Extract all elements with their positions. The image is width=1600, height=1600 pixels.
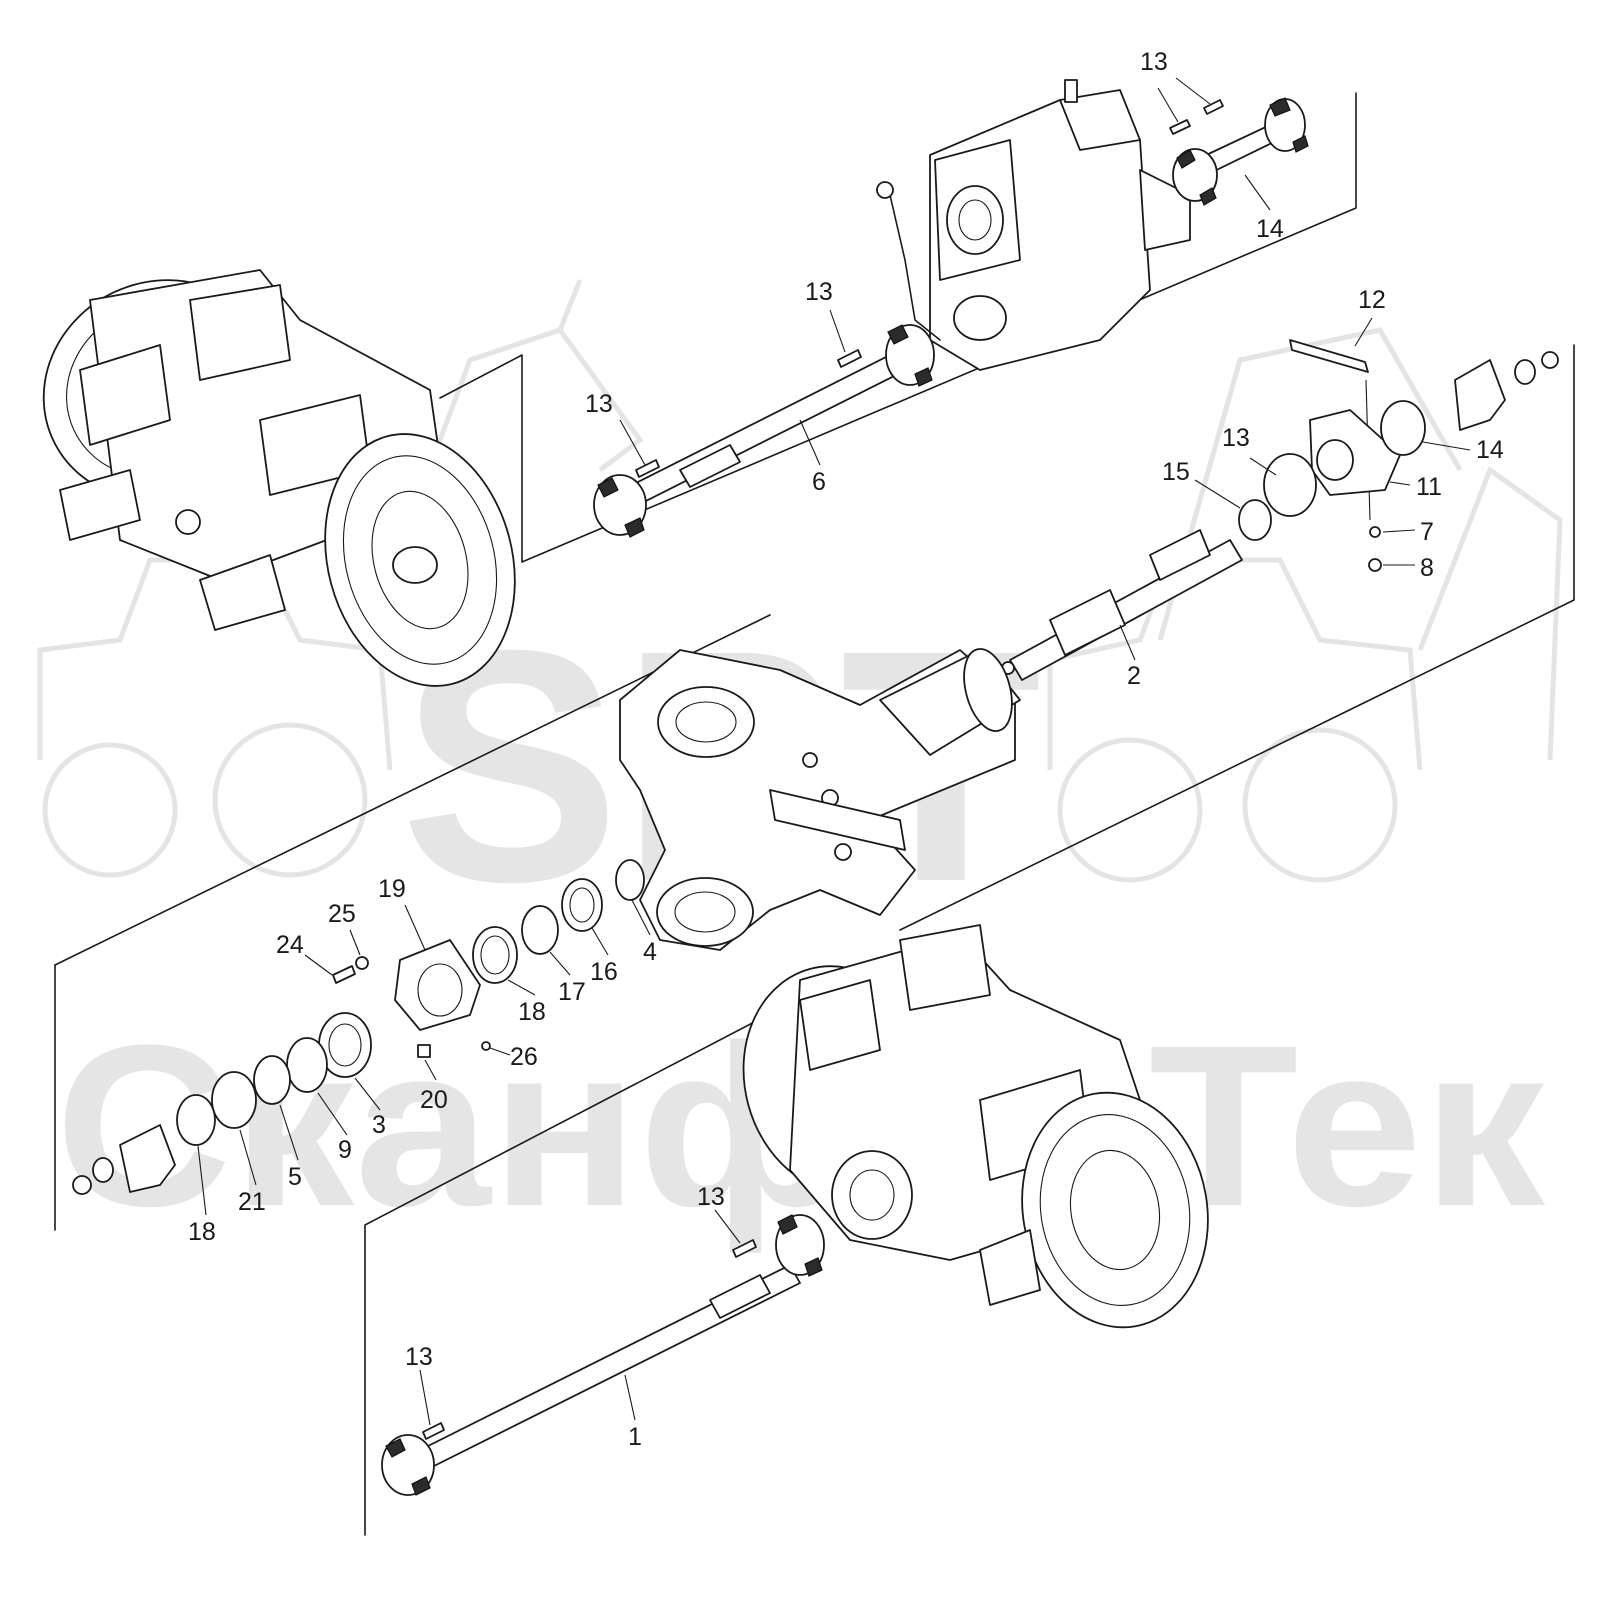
callout-14: 14 xyxy=(1476,436,1504,464)
part-22-seal xyxy=(211,1071,257,1129)
bolts-part-13 xyxy=(422,99,1224,1440)
part-20-cover xyxy=(394,939,481,1031)
part-21-plug xyxy=(417,1044,431,1058)
callout-21: 20 xyxy=(420,1086,448,1114)
part-9-ring xyxy=(286,1037,328,1093)
part-2-drive-shaft xyxy=(1001,529,1243,681)
part-25-washer xyxy=(355,956,369,970)
end-yoke-left xyxy=(119,1124,176,1193)
part-14-oring-outer xyxy=(1380,400,1426,456)
part-18-ring-upper xyxy=(521,905,559,955)
small-parts-right xyxy=(1238,339,1559,572)
part-24-bolt xyxy=(332,965,356,984)
part-8-nut xyxy=(1368,558,1382,572)
axle-assembly-top-left xyxy=(42,269,516,687)
callout-7: 7 xyxy=(1420,518,1434,546)
axle-assembly-bottom-right xyxy=(742,924,1209,1329)
callout-17: 16 xyxy=(590,958,618,986)
callout-3: 3 xyxy=(372,1111,386,1139)
callout-6: 6 xyxy=(812,468,826,496)
part-1-propeller-shaft xyxy=(381,1214,825,1496)
end-yoke-right xyxy=(1454,359,1506,431)
callout-2: 2 xyxy=(1127,662,1141,690)
part-6-propeller-shaft xyxy=(593,324,935,538)
callout-13: 13 xyxy=(585,390,613,418)
central-frame-housing xyxy=(619,648,1021,951)
transmission-top xyxy=(876,79,1191,371)
callout-9: 9 xyxy=(338,1136,352,1164)
callout-25: 25 xyxy=(328,900,356,928)
part-19-ring xyxy=(472,926,518,984)
callout-5: 5 xyxy=(288,1163,302,1191)
callout-18: 17 xyxy=(558,978,586,1006)
part-12-bracket xyxy=(1289,339,1369,373)
callout-13: 13 xyxy=(1140,48,1168,76)
part-16-ring xyxy=(1238,499,1272,541)
callout-1: 1 xyxy=(628,1423,642,1451)
small-parts-middle xyxy=(72,859,645,1195)
callout-19: 18 xyxy=(518,998,546,1026)
part-26-plug xyxy=(481,1041,491,1051)
callout-13: 13 xyxy=(805,278,833,306)
callout-13: 13 xyxy=(405,1343,433,1371)
callout-24: 24 xyxy=(276,931,304,959)
part-14-oring-inner xyxy=(1263,453,1317,517)
callout-20: 19 xyxy=(378,875,406,903)
part-15-coupling-shaft xyxy=(1172,97,1309,206)
callout-26: 26 xyxy=(510,1043,538,1071)
callout-14: 13 xyxy=(1222,424,1250,452)
callout-11: 11 xyxy=(1416,473,1442,501)
part-7-washer xyxy=(1369,526,1381,538)
callout-4: 4 xyxy=(643,938,657,966)
callout-13: 13 xyxy=(697,1183,725,1211)
callout-labels: 13 14 13 13 6 12 14 13 11 15 7 8 2 4 16 … xyxy=(188,48,1504,1451)
callout-12: 12 xyxy=(1358,286,1386,314)
callout-8: 8 xyxy=(1420,554,1434,582)
callout-15: 14 xyxy=(1256,215,1284,243)
part-18-ring-lower xyxy=(176,1094,216,1146)
callout-22: 21 xyxy=(238,1188,266,1216)
leader-lines xyxy=(197,77,1471,1426)
part-4-oring xyxy=(615,859,645,901)
part-5-snap-ring xyxy=(253,1055,291,1105)
callout-16: 15 xyxy=(1162,458,1190,486)
part-17-seal xyxy=(561,878,603,932)
callout-18: 18 xyxy=(188,1218,216,1246)
